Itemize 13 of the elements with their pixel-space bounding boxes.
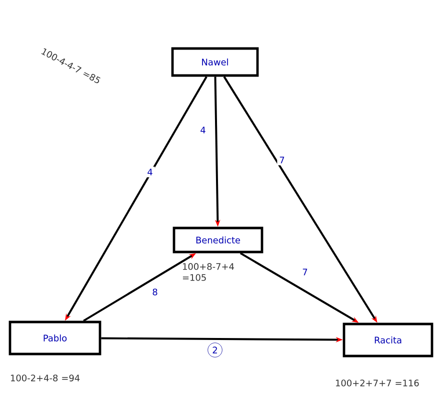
name-box: Racita bbox=[342, 322, 434, 358]
name-box: Pablo bbox=[8, 320, 102, 356]
edge-label: 4 bbox=[198, 124, 208, 136]
name-box: Benedicte bbox=[172, 226, 264, 254]
edge-label: 7 bbox=[300, 266, 310, 278]
calculation-note: 100+8-7+4 =105 bbox=[182, 263, 234, 281]
calculation-note: 100-2+4-8 =94 bbox=[10, 374, 80, 382]
edge-label: 8 bbox=[150, 286, 160, 298]
edge-label: 2 bbox=[208, 342, 222, 358]
calculation-note: 100+2+7+7 =116 bbox=[336, 380, 419, 386]
edge-label: 7 bbox=[277, 154, 287, 166]
name-box: Nawel bbox=[171, 47, 259, 77]
edge-label: 4 bbox=[145, 166, 155, 178]
